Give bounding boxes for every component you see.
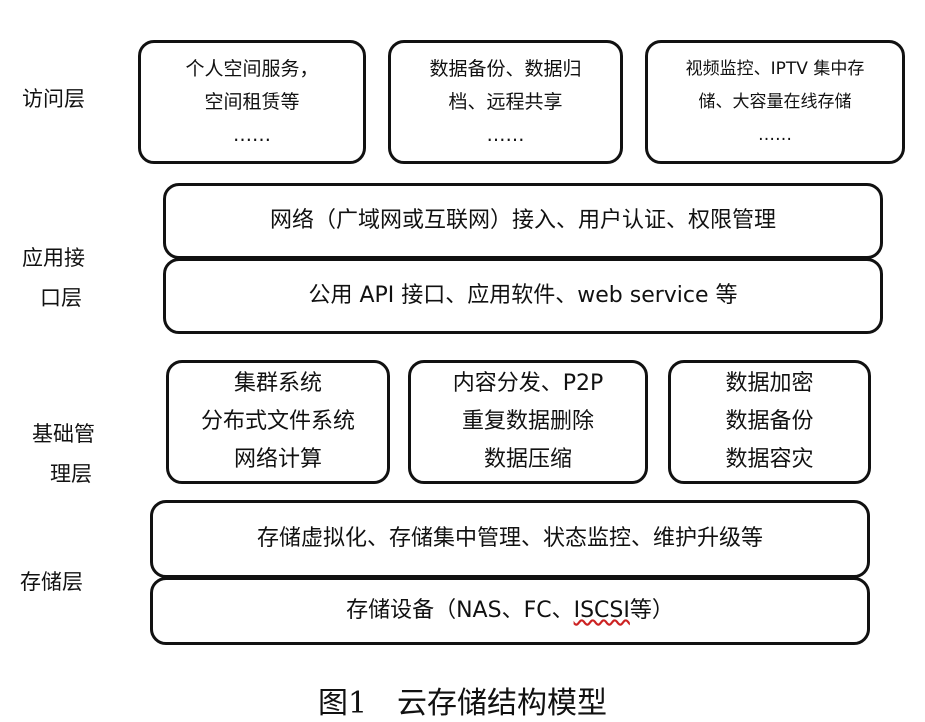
- layer-label-app-interface: 应用接 口层: [22, 238, 85, 318]
- storage-box-devices-text: 存储设备（NAS、FC、ISCSI等）: [346, 592, 674, 630]
- infra-box-2-line3: 数据压缩: [483, 447, 572, 472]
- app-box-network-access-text: 网络（广域网或互联网）接入、用户认证、权限管理: [269, 208, 776, 233]
- access-box-2-line3: ……: [486, 123, 525, 146]
- access-box-personal-space: 个人空间服务， 空间租赁等 ……: [138, 40, 366, 164]
- access-box-1-line1: 个人空间服务，: [185, 57, 319, 80]
- access-box-1-line3: ……: [233, 123, 271, 146]
- access-box-data-backup: 数据备份、数据归 档、远程共享 ……: [388, 40, 623, 164]
- storage-devices-iscsi: ISCSI: [573, 598, 630, 623]
- layer-label-app-interface-line2: 口层: [40, 286, 82, 310]
- access-box-1-line2: 空间租赁等: [204, 90, 300, 113]
- infra-box-3-line1: 数据加密: [725, 371, 814, 396]
- layer-label-storage-text: 存储层: [20, 570, 83, 594]
- storage-devices-suffix: 等）: [629, 598, 674, 623]
- infra-box-cluster: 集群系统 分布式文件系统 网络计算: [166, 360, 390, 484]
- access-box-3-line1: 视频监控、IPTV 集中存: [685, 58, 865, 79]
- layer-label-infra-line2: 理层: [50, 462, 92, 486]
- infra-box-1-line1: 集群系统: [233, 371, 322, 396]
- infra-box-1-line3: 网络计算: [233, 447, 322, 472]
- access-box-2-line2: 档、远程共享: [448, 90, 563, 113]
- app-box-public-api-text: 公用 API 接口、应用软件、web service 等: [308, 283, 738, 308]
- storage-box-devices: 存储设备（NAS、FC、ISCSI等）: [150, 577, 870, 645]
- access-box-3-line3: ……: [758, 124, 792, 145]
- access-box-video-monitoring: 视频监控、IPTV 集中存 储、大容量在线存储 ……: [645, 40, 905, 164]
- storage-devices-prefix: 存储设备（NAS、FC、: [346, 598, 574, 623]
- infra-box-2-line1: 内容分发、P2P: [452, 371, 604, 396]
- layer-label-storage: 存储层: [20, 562, 83, 602]
- layer-label-access: 访问层: [22, 79, 85, 119]
- layer-label-infra-line1: 基础管: [32, 422, 95, 446]
- access-box-2-line1: 数据备份、数据归: [429, 57, 582, 80]
- infra-box-data-security: 数据加密 数据备份 数据容灾: [668, 360, 871, 484]
- infra-box-2-line2: 重复数据删除: [461, 409, 594, 434]
- infra-box-3-line2: 数据备份: [725, 409, 814, 434]
- access-box-3-line2: 储、大容量在线存储: [698, 91, 852, 112]
- layer-label-infra: 基础管 理层: [32, 414, 95, 494]
- app-box-public-api: 公用 API 接口、应用软件、web service 等: [163, 258, 883, 334]
- infra-box-content-delivery: 内容分发、P2P 重复数据删除 数据压缩: [408, 360, 648, 484]
- figure-caption: 图1 云存储结构模型: [317, 686, 608, 721]
- layer-label-access-text: 访问层: [22, 87, 85, 111]
- infra-box-3-line3: 数据容灾: [725, 447, 814, 472]
- app-box-network-access: 网络（广域网或互联网）接入、用户认证、权限管理: [163, 183, 883, 259]
- storage-box-virtualization: 存储虚拟化、存储集中管理、状态监控、维护升级等: [150, 500, 870, 578]
- infra-box-1-line2: 分布式文件系统: [200, 409, 355, 434]
- layer-label-app-interface-line1: 应用接: [22, 246, 85, 270]
- storage-box-virtualization-text: 存储虚拟化、存储集中管理、状态监控、维护升级等: [256, 526, 763, 551]
